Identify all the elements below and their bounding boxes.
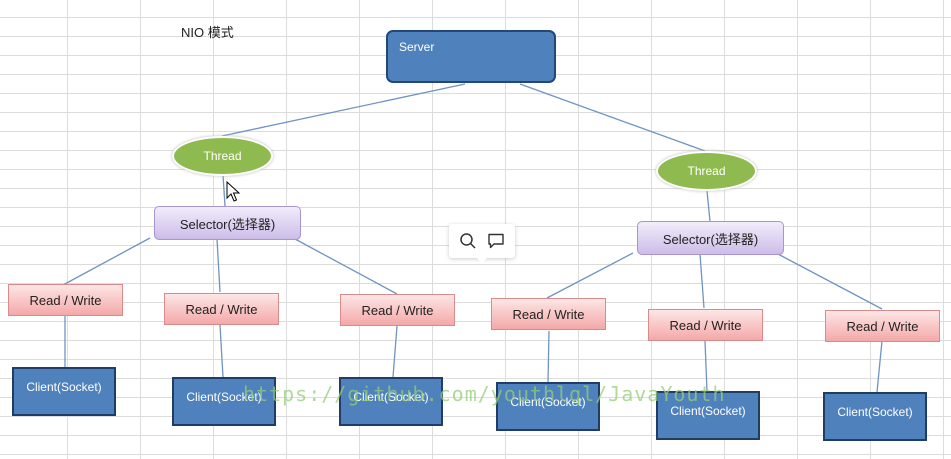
client-node-4: Client(Socket) <box>496 382 600 431</box>
connector-rw-client-4 <box>547 330 550 383</box>
connector-rw-client-2 <box>219 324 224 378</box>
read-write-node-4: Read / Write <box>491 298 606 330</box>
connector-rw-client-5 <box>704 340 708 392</box>
connector-thread-selector-2 <box>706 190 711 222</box>
read-write-node-5: Read / Write <box>648 309 763 341</box>
client-node-2: Client(Socket) <box>172 377 276 426</box>
comment-icon[interactable] <box>487 232 505 250</box>
connector-server-thread-2 <box>519 83 706 152</box>
connector-selector-rw-4 <box>546 252 634 299</box>
client-node-6: Client(Socket) <box>823 392 927 441</box>
server-box: Server <box>386 30 556 83</box>
client-node-3: Client(Socket) <box>339 377 443 426</box>
thread-node-2: Thread <box>656 151 757 191</box>
thread-node-1: Thread <box>172 136 273 176</box>
connector-selector-rw-1 <box>62 237 151 286</box>
search-icon[interactable] <box>459 232 477 250</box>
client-node-5: Client(Socket) <box>656 391 760 440</box>
connector-thread-selector-1 <box>222 174 226 207</box>
connector-rw-client-6 <box>876 340 883 393</box>
connector-server-thread-1 <box>221 83 466 137</box>
read-write-node-3: Read / Write <box>340 294 455 326</box>
selector-node-2: Selector(选择器) <box>637 221 784 255</box>
diagram-title: NIO 模式 <box>181 25 234 40</box>
mouse-cursor-icon <box>226 181 240 202</box>
read-write-node-2: Read / Write <box>164 293 279 325</box>
image-action-popup <box>449 224 515 263</box>
connector-selector-rw-2 <box>216 238 221 293</box>
client-node-1: Client(Socket) <box>12 367 116 416</box>
connector-selector-rw-6 <box>777 253 883 310</box>
selector-node-1: Selector(选择器) <box>154 206 301 240</box>
read-write-node-1: Read / Write <box>8 284 123 316</box>
connector-selector-rw-5 <box>699 253 705 309</box>
read-write-node-6: Read / Write <box>825 310 940 342</box>
connector-selector-rw-3 <box>294 238 398 295</box>
connector-rw-client-3 <box>392 325 398 378</box>
